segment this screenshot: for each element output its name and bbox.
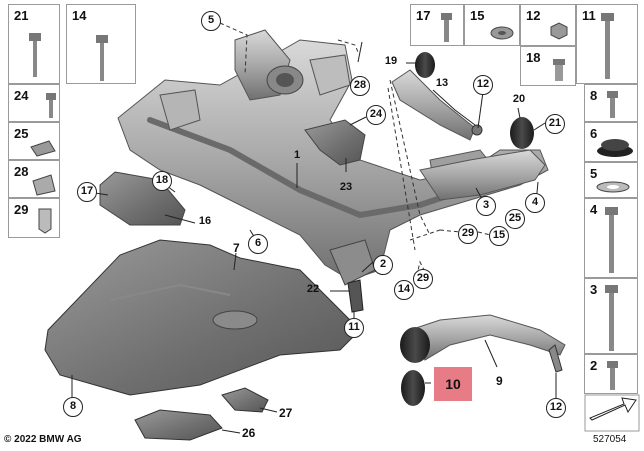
callout-5[interactable]: 5: [201, 11, 221, 31]
bolt-icon: [607, 361, 618, 390]
solid-leaders: [71, 41, 557, 434]
part-cell-24[interactable]: 24: [8, 84, 60, 122]
callout-2[interactable]: 2: [373, 255, 393, 275]
callout-29-lower[interactable]: 29: [413, 269, 433, 289]
callout-3[interactable]: 3: [476, 196, 496, 216]
highlighted-part-10[interactable]: 10: [434, 367, 472, 401]
callout-8[interactable]: 8: [63, 397, 83, 417]
callout-16[interactable]: 16: [198, 215, 212, 227]
part-cell-6[interactable]: 6: [584, 122, 638, 162]
part-number: 24: [14, 88, 29, 103]
copyright: © 2022 BMW AG: [4, 434, 82, 445]
callout-11[interactable]: 11: [344, 318, 364, 338]
part-number: 15: [470, 8, 485, 23]
part-number: 28: [14, 164, 29, 179]
part-cell-17[interactable]: 17: [410, 4, 464, 46]
label-9[interactable]: 9: [496, 374, 503, 388]
callout-23[interactable]: 23: [339, 181, 353, 193]
part-cell-29[interactable]: 29: [8, 198, 60, 238]
lower-control-arm: [409, 314, 566, 361]
callout-12-lower[interactable]: 12: [546, 398, 566, 418]
callout-14[interactable]: 14: [394, 280, 414, 300]
part-number: 29: [14, 202, 29, 217]
callout-6[interactable]: 6: [248, 234, 268, 254]
callout-15[interactable]: 15: [489, 226, 509, 246]
part-number: 6: [590, 126, 598, 141]
orientation-arrow-box: [584, 394, 640, 432]
long-bolt-icon: [601, 13, 614, 79]
part-cell-15[interactable]: 15: [464, 4, 520, 46]
callout-24[interactable]: 24: [366, 105, 386, 125]
thrust-rod: [419, 149, 546, 201]
callout-17[interactable]: 17: [77, 182, 97, 202]
bolt-icon: [46, 93, 56, 118]
callout-12-upper[interactable]: 12: [473, 75, 493, 95]
part-cell-12[interactable]: 12: [520, 4, 576, 46]
part-cell-4[interactable]: 4: [584, 198, 638, 278]
bolt-icon: [607, 91, 618, 118]
part-cell-8[interactable]: 8: [584, 84, 638, 122]
rubber-mount-icon: [597, 139, 633, 157]
label-7[interactable]: 7: [233, 241, 240, 255]
cover-26: [134, 409, 223, 441]
part-number: 25: [14, 126, 29, 141]
label-27[interactable]: 27: [279, 406, 293, 420]
long-bolt-icon: [96, 35, 108, 81]
part-cell-28[interactable]: 28: [8, 160, 60, 198]
rubber-mount-20: [510, 117, 534, 149]
callout-4[interactable]: 4: [525, 193, 545, 213]
part-number: 14: [72, 8, 87, 23]
nut-icon: [490, 26, 514, 40]
spring-clip-icon: [38, 208, 52, 234]
label-26[interactable]: 26: [242, 426, 256, 440]
clip-nut-icon: [30, 140, 56, 157]
callout-19[interactable]: 19: [384, 55, 398, 67]
part-cell-21[interactable]: 21: [8, 4, 60, 84]
part-number: 11: [582, 8, 596, 23]
part-cell-3[interactable]: 3: [584, 278, 638, 354]
callout-29-right[interactable]: 29: [458, 224, 478, 244]
diagram-id: 527054: [593, 434, 627, 445]
heat-shield-bracket: [304, 119, 366, 166]
callout-1[interactable]: 1: [293, 149, 301, 161]
part-number: 4: [590, 202, 598, 217]
part-cell-25[interactable]: 25: [8, 122, 60, 160]
washer-icon: [596, 181, 630, 193]
extra-long-bolt-icon: [605, 285, 618, 351]
part-cell-18[interactable]: 18: [520, 46, 576, 86]
callout-13[interactable]: 13: [435, 77, 449, 89]
part-number: 21: [14, 8, 29, 23]
upper-control-arm: [391, 52, 483, 141]
spacer-bolt-icon: [553, 59, 565, 81]
callout-20[interactable]: 20: [512, 93, 526, 105]
hex-nut-icon: [550, 22, 568, 40]
underbody-protection-plate: [44, 239, 361, 396]
bracket-22: [347, 279, 364, 313]
part-cell-14[interactable]: 14: [66, 4, 136, 84]
callout-25[interactable]: 25: [505, 209, 525, 229]
long-bolt-icon: [605, 207, 618, 273]
part-number: 3: [590, 282, 598, 297]
rubber-bearing-10: [401, 370, 425, 406]
part-cell-11[interactable]: 11: [576, 4, 638, 84]
bolt-icon: [441, 13, 452, 42]
part-number: 17: [416, 8, 431, 23]
callout-22[interactable]: 22: [306, 283, 320, 295]
part-cell-5[interactable]: 5: [584, 162, 638, 198]
part-number: 5: [590, 166, 598, 181]
cover-27: [221, 387, 269, 413]
part-number: 12: [526, 8, 541, 23]
part-number: 18: [526, 50, 541, 65]
callout-21[interactable]: 21: [545, 114, 565, 134]
callout-18[interactable]: 18: [152, 171, 172, 191]
part-number: 2: [590, 358, 598, 373]
callout-28[interactable]: 28: [350, 76, 370, 96]
bracket-clip-icon: [32, 174, 56, 196]
long-bolt-icon: [29, 33, 41, 77]
part-cell-2[interactable]: 2: [584, 354, 638, 394]
part-number: 8: [590, 88, 598, 103]
